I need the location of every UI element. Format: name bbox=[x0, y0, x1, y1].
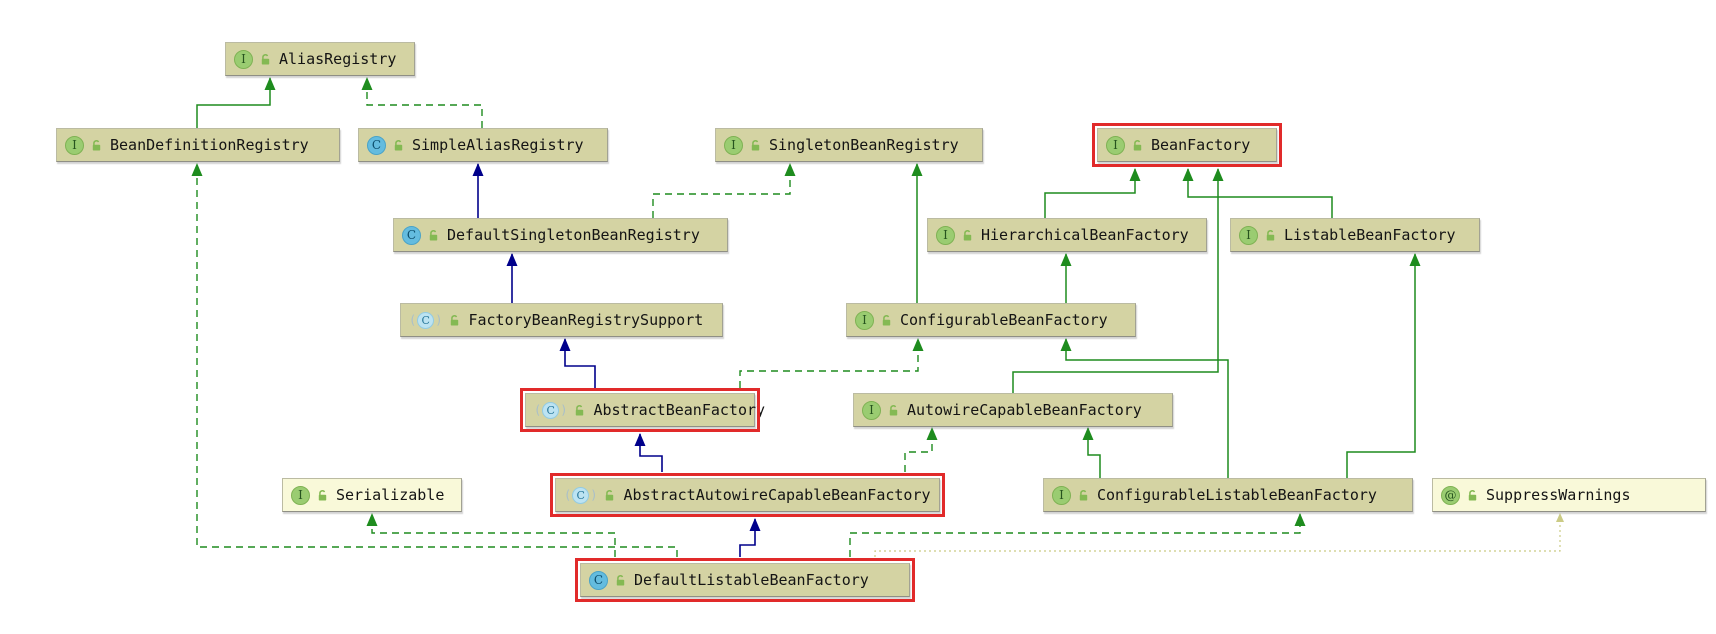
edge-hierarchicalbeanfactory-extends-beanfactory bbox=[1044, 168, 1141, 218]
edge-configurablelistablebeanfactory-extends-configurablebeanfactory bbox=[1060, 338, 1229, 478]
interface-icon: I bbox=[855, 310, 874, 330]
edge-autowirecapablebeanfactory-extends-beanfactory bbox=[1012, 168, 1224, 393]
node-listable-bean-factory[interactable]: I ListableBeanFactory bbox=[1230, 218, 1480, 252]
node-label: DefaultSingletonBeanRegistry bbox=[447, 225, 700, 244]
node-factory-bean-registry-support[interactable]: C FactoryBeanRegistrySupport bbox=[400, 303, 723, 337]
node-simple-alias-registry[interactable]: C SimpleAliasRegistry bbox=[358, 128, 608, 162]
node-autowire-capable-bean-factory[interactable]: I AutowireCapableBeanFactory bbox=[853, 393, 1173, 427]
class-icon: C bbox=[367, 135, 386, 155]
node-label: SimpleAliasRegistry bbox=[412, 135, 584, 154]
edge-defaultsingletonbeanregistry-implements-singletonbeanregistry bbox=[652, 163, 796, 218]
abstract-class-icon: C bbox=[409, 311, 442, 329]
edge-abstractbeanfactory-implements-configurablebeanfactory bbox=[739, 338, 924, 388]
node-label: ListableBeanFactory bbox=[1284, 225, 1456, 244]
node-singleton-bean-registry[interactable]: I SingletonBeanRegistry bbox=[715, 128, 983, 162]
edge-abstractautowirecapablebeanfactory-extends-abstractbeanfactory bbox=[634, 433, 663, 472]
edge-beandefinitionregistry-extends-aliasregistry bbox=[196, 77, 276, 128]
edge-defaultlistablebeanfactory-annotated-suppresswarnings bbox=[874, 513, 1564, 557]
interface-icon: I bbox=[65, 135, 84, 155]
interface-icon: I bbox=[1239, 225, 1258, 245]
public-lock-icon bbox=[576, 404, 584, 416]
node-label: DefaultListableBeanFactory bbox=[634, 570, 869, 589]
node-default-singleton-bean-registry[interactable]: C DefaultSingletonBeanRegistry bbox=[393, 218, 728, 252]
node-serializable[interactable]: I Serializable bbox=[282, 478, 462, 512]
interface-icon: I bbox=[724, 135, 743, 155]
edge-defaultlistablebeanfactory-extends-abstractautowirecapablebeanfactory bbox=[739, 518, 761, 557]
public-lock-icon bbox=[429, 229, 438, 241]
class-icon: C bbox=[589, 570, 608, 590]
interface-icon: I bbox=[1106, 135, 1125, 155]
interface-icon: I bbox=[936, 225, 955, 245]
public-lock-icon bbox=[261, 53, 270, 65]
public-lock-icon bbox=[318, 489, 327, 501]
annotation-icon: @ bbox=[1441, 485, 1460, 505]
public-lock-icon bbox=[616, 574, 625, 586]
abstract-class-icon: C bbox=[564, 486, 597, 504]
public-lock-icon bbox=[1079, 489, 1088, 501]
node-label: BeanFactory bbox=[1151, 135, 1251, 154]
node-label: ConfigurableListableBeanFactory bbox=[1097, 485, 1377, 504]
node-label: AbstractBeanFactory bbox=[593, 400, 766, 419]
edge-simplealiasregistry-implements-aliasregistry bbox=[361, 77, 483, 128]
abstract-class-icon: C bbox=[534, 401, 567, 419]
edge-configurablelistablebeanfactory-extends-autowirecapablebeanfactory bbox=[1082, 427, 1101, 478]
node-label: Serializable bbox=[336, 485, 445, 504]
edge-listablebeanfactory-extends-beanfactory bbox=[1182, 168, 1333, 218]
node-label: HierarchicalBeanFactory bbox=[981, 225, 1189, 244]
node-label: FactoryBeanRegistrySupport bbox=[468, 310, 704, 329]
node-suppress-warnings[interactable]: @ SuppressWarnings bbox=[1432, 478, 1706, 512]
edge-abstractbeanfactory-extends-factorybeanregistrysupport bbox=[559, 338, 596, 388]
node-label: SuppressWarnings bbox=[1486, 485, 1631, 504]
edge-defaultlistablebeanfactory-implements-configurablelistablebeanfactory bbox=[849, 513, 1306, 557]
public-lock-icon bbox=[963, 229, 972, 241]
node-bean-factory[interactable]: I BeanFactory bbox=[1092, 123, 1282, 167]
class-icon: C bbox=[402, 225, 421, 245]
public-lock-icon bbox=[1266, 229, 1275, 241]
interface-icon: I bbox=[291, 485, 310, 505]
node-abstract-bean-factory[interactable]: C AbstractBeanFactory bbox=[520, 388, 765, 432]
edge-defaultlistablebeanfactory-implements-beandefinitionregistry bbox=[191, 163, 678, 557]
node-alias-registry[interactable]: I AliasRegistry bbox=[225, 42, 415, 76]
node-label: SingletonBeanRegistry bbox=[769, 135, 959, 154]
interface-icon: I bbox=[234, 49, 253, 69]
public-lock-icon bbox=[751, 139, 760, 151]
node-label: AliasRegistry bbox=[279, 49, 397, 68]
node-bean-definition-registry[interactable]: I BeanDefinitionRegistry bbox=[56, 128, 340, 162]
node-configurable-bean-factory[interactable]: I ConfigurableBeanFactory bbox=[846, 303, 1136, 337]
public-lock-icon bbox=[92, 139, 101, 151]
public-lock-icon bbox=[451, 314, 459, 326]
public-lock-icon bbox=[606, 489, 614, 501]
interface-icon: I bbox=[862, 400, 881, 420]
interface-icon: I bbox=[1052, 485, 1071, 505]
node-configurable-listable-bean-factory[interactable]: I ConfigurableListableBeanFactory bbox=[1043, 478, 1413, 512]
public-lock-icon bbox=[1133, 139, 1142, 151]
public-lock-icon bbox=[889, 404, 898, 416]
node-abstract-autowire-capable-bean-factory[interactable]: C AbstractAutowireCapableBeanFactory bbox=[550, 473, 945, 517]
node-label: ConfigurableBeanFactory bbox=[900, 310, 1108, 329]
public-lock-icon bbox=[882, 314, 891, 326]
node-label: AbstractAutowireCapableBeanFactory bbox=[623, 485, 931, 504]
edge-configurablelistablebeanfactory-extends-listablebeanfactory bbox=[1346, 253, 1421, 478]
edge-abstractautowirecapablebeanfactory-implements-autowirecapablebeanfactory bbox=[904, 427, 938, 472]
node-label: BeanDefinitionRegistry bbox=[110, 135, 309, 154]
edge-defaultlistablebeanfactory-implements-serializable bbox=[366, 513, 616, 557]
node-label: AutowireCapableBeanFactory bbox=[907, 400, 1142, 419]
public-lock-icon bbox=[394, 139, 403, 151]
public-lock-icon bbox=[1468, 489, 1477, 501]
node-hierarchical-bean-factory[interactable]: I HierarchicalBeanFactory bbox=[927, 218, 1207, 252]
node-default-listable-bean-factory[interactable]: C DefaultListableBeanFactory bbox=[575, 558, 915, 602]
